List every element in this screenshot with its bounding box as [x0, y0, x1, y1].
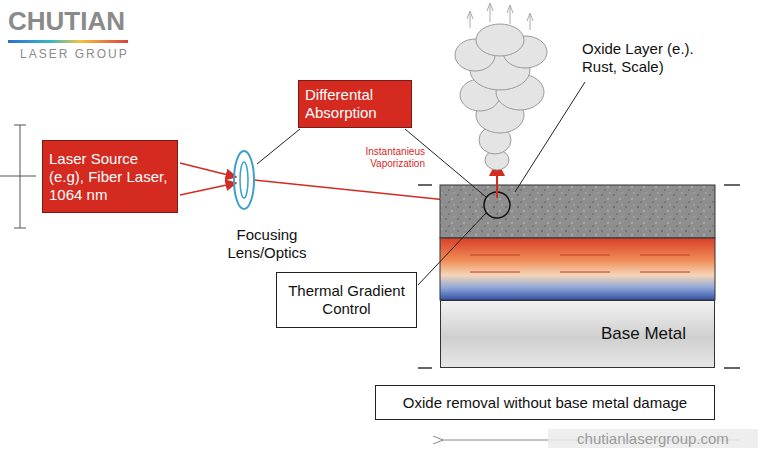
logo-text: CHUTIAN: [8, 6, 158, 37]
dimension-bracket: [0, 125, 36, 228]
gradient-marks: [470, 255, 690, 272]
rising-arrows: [470, 4, 530, 30]
focusing-lens: [234, 151, 254, 209]
laser-rays: [180, 163, 485, 204]
node-text: Differental Absorption: [305, 86, 405, 122]
logo-subtext: LASER GROUP: [20, 47, 150, 61]
oxide-label: Oxide Layer (e.). Rust, Scale): [582, 40, 732, 76]
vaporization-note: Instantanieus Vaporization: [345, 146, 425, 170]
node-text: Thermal Gradient Control: [283, 282, 410, 318]
logo-rule: [8, 40, 128, 43]
base-metal-block: Base Metal: [440, 300, 715, 368]
lens-label: Focusing Lens/Optics: [212, 226, 322, 262]
absorption-box: Differental Absorption: [298, 80, 412, 128]
thermal-gradient-band: [440, 238, 715, 300]
node-text: Base Metal: [601, 324, 686, 344]
node-text: Laser Source (e.g), Fiber Laser, 1064 nm: [49, 150, 171, 204]
edge-dashes: [418, 185, 740, 368]
laser-source-box: Laser Source (e.g), Fiber Laser, 1064 nm: [42, 140, 178, 213]
watermark: chutianlasergroup.com: [548, 429, 758, 448]
thermal-control-box: Thermal Gradient Control: [276, 272, 417, 328]
smoke-plume: [455, 24, 547, 170]
result-box: Oxide removal without base metal damage: [375, 385, 715, 420]
node-text: Oxide removal without base metal damage: [384, 394, 706, 412]
